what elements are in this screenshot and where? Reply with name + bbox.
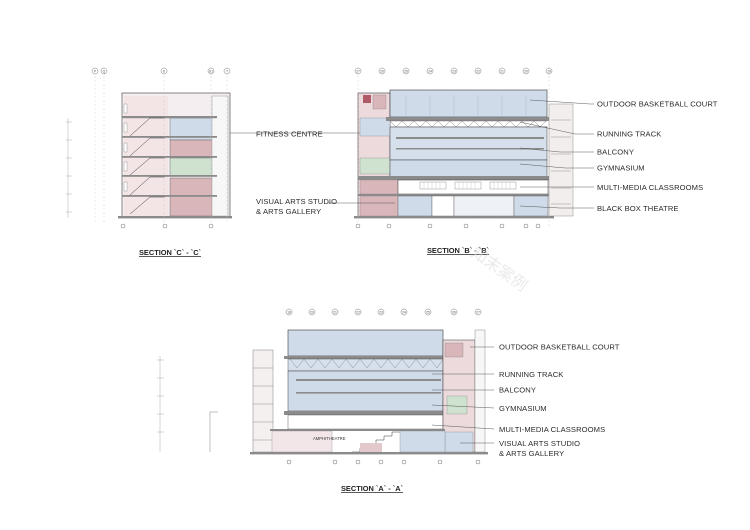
- svg-text:19: 19: [547, 69, 551, 73]
- svg-text:P: P: [94, 69, 97, 73]
- label-visual-arts-line1-b: VISUAL ARTS STUDIO: [256, 197, 337, 206]
- label-outdoor-basketball-court-a: OUTDOOR BASKETBALL COURT: [499, 343, 620, 352]
- svg-text:23: 23: [379, 310, 383, 314]
- label-visual-arts-line2-b: & ARTS GALLERY: [256, 207, 321, 216]
- svg-text:22: 22: [356, 310, 360, 314]
- section-b-grid-markers: 27 26 25 24 23 22 21 20 19: [354, 67, 553, 75]
- svg-text:27: 27: [356, 69, 360, 73]
- svg-text:21: 21: [333, 310, 337, 314]
- svg-text:21: 21: [500, 69, 504, 73]
- svg-text:20: 20: [310, 310, 314, 314]
- svg-text:18: 18: [287, 310, 291, 314]
- label-running-track-b: RUNNING TRACK: [597, 130, 661, 139]
- label-visual-arts-line2-a: & ARTS GALLERY: [499, 449, 564, 458]
- section-c-grid-markers: P Q K S1 T: [91, 67, 231, 75]
- svg-text:22: 22: [476, 69, 480, 73]
- watermark-text: 知末案例: [468, 243, 531, 295]
- label-black-box-theatre: BLACK BOX THEATRE: [597, 204, 679, 213]
- section-b-drawing: 27 26 25 24 23 22 21 20 19: [230, 67, 718, 255]
- label-gymnasium-b: GYMNASIUM: [597, 164, 645, 173]
- section-a-drawing: 18 20 21 22 23 24 25 26 27: [157, 308, 620, 493]
- svg-text:25: 25: [404, 69, 408, 73]
- svg-text:K: K: [163, 69, 166, 73]
- label-multi-media-classrooms-a: MULTI-MEDIA CLASSROOMS: [499, 425, 605, 434]
- svg-text:Q: Q: [103, 69, 106, 73]
- svg-text:27: 27: [476, 310, 480, 314]
- label-running-track-a: RUNNING TRACK: [499, 370, 563, 379]
- section-c-drawing: P Q K S1 T: [66, 67, 232, 257]
- label-visual-arts-line1-a: VISUAL ARTS STUDIO: [499, 439, 580, 448]
- label-multi-media-classrooms-b: MULTI-MEDIA CLASSROOMS: [597, 183, 703, 192]
- label-gymnasium-a: GYMNASIUM: [499, 404, 547, 413]
- section-a-grid-markers: 18 20 21 22 23 24 25 26 27: [285, 308, 482, 316]
- section-b-title: SECTION `B` - `B`: [427, 246, 490, 255]
- label-amphitheatre: AMPHITHEATRE: [313, 436, 346, 441]
- label-outdoor-basketball-court-b: OUTDOOR BASKETBALL COURT: [597, 100, 718, 109]
- svg-text:S1: S1: [209, 69, 213, 73]
- svg-text:24: 24: [428, 69, 432, 73]
- label-fitness-centre: FITNESS CENTRE: [256, 130, 323, 139]
- svg-text:23: 23: [452, 69, 456, 73]
- label-balcony-a: BALCONY: [499, 386, 536, 395]
- svg-text:25: 25: [426, 310, 430, 314]
- svg-text:20: 20: [524, 69, 528, 73]
- label-balcony-b: BALCONY: [597, 148, 634, 157]
- svg-text:24: 24: [402, 310, 406, 314]
- svg-text:26: 26: [380, 69, 384, 73]
- svg-text:26: 26: [452, 310, 456, 314]
- section-a-title: SECTION `A` - `A`: [341, 484, 404, 493]
- svg-text:T: T: [226, 69, 228, 73]
- section-c-title: SECTION `C` - `C`: [139, 248, 202, 257]
